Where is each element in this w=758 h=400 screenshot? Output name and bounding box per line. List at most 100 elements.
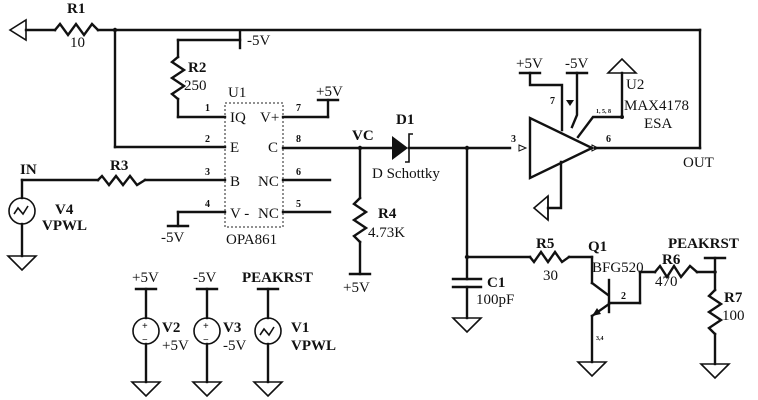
r1-value: 10 bbox=[70, 35, 85, 51]
u2-max4178-buffer[interactable]: 3 6 +5V -5V 7 1, 5, 8 U2 MAX4178 ESA bbox=[511, 56, 689, 222]
q1-emitter-arrow-icon bbox=[592, 308, 601, 316]
r5-value: 30 bbox=[543, 268, 558, 284]
v1-ref: V1 bbox=[291, 320, 309, 336]
c1-value: 100pF bbox=[476, 292, 514, 308]
q1-pin-emitter: 3,4 bbox=[596, 336, 604, 342]
u2-output-arrow-icon bbox=[591, 144, 600, 152]
u1-pin-num-1: 1 bbox=[205, 103, 210, 114]
v2-plus-sign: + bbox=[142, 321, 148, 332]
r1-resistor[interactable]: R1 10 bbox=[8, 1, 702, 51]
u2-value: MAX4178 bbox=[624, 98, 689, 114]
u2-pin-in: 3 bbox=[511, 134, 516, 145]
u2-pin-out: 6 bbox=[606, 134, 611, 145]
r3-ref: R3 bbox=[110, 158, 128, 174]
u2-vminus-label: -5V bbox=[565, 56, 588, 72]
r6-value: 470 bbox=[655, 274, 678, 290]
r1-ref: R1 bbox=[67, 1, 85, 17]
v1-source-circle-icon bbox=[254, 317, 282, 345]
v4-source[interactable]: IN V4 VPWL bbox=[6, 162, 100, 272]
u1-pin-num-7: 7 bbox=[296, 103, 301, 114]
u1-pin-num-6: 6 bbox=[296, 167, 301, 178]
v3-value: -5V bbox=[223, 338, 246, 354]
u1-vplus-label: +5V bbox=[316, 84, 343, 100]
u1-pin-name-c: C bbox=[268, 140, 278, 156]
r4-power-label: +5V bbox=[343, 280, 370, 296]
net-label-vc: VC bbox=[352, 128, 374, 144]
v3-ground-icon bbox=[191, 381, 223, 398]
v2-net-label: +5V bbox=[132, 270, 159, 286]
u1-pin-num-3: 3 bbox=[205, 167, 210, 178]
r7-value: 100 bbox=[722, 308, 745, 324]
q1-value: BFG520 bbox=[592, 260, 644, 276]
r2-power-label: -5V bbox=[247, 33, 270, 49]
c1-ref: C1 bbox=[487, 275, 505, 291]
q1-transistor[interactable]: Q1 BFG520 2 3,4 bbox=[576, 239, 657, 378]
u1-opa861[interactable]: U1 OPA861 IQ E B V - V+ C NC NC 1 2 3 4 … bbox=[143, 84, 343, 248]
u2-pin-vplus: 7 bbox=[550, 96, 555, 107]
v1-pwl-waveform-icon bbox=[259, 326, 275, 337]
v3-plus-sign: + bbox=[203, 321, 209, 332]
u1-pin-name-nc6: NC bbox=[258, 174, 279, 190]
u1-pin-name-vplus: V+ bbox=[260, 110, 279, 126]
d1-ref: D1 bbox=[396, 112, 414, 128]
net-label-in: IN bbox=[20, 162, 37, 178]
v1-net-label: PEAKRST bbox=[242, 270, 313, 286]
u2-ground-icon bbox=[606, 57, 638, 74]
u2-bottom-ground-icon bbox=[532, 194, 549, 222]
r2-value: 250 bbox=[184, 78, 207, 94]
u1-pin-num-8: 8 bbox=[296, 134, 301, 145]
u1-pin-name-vminus: V - bbox=[230, 206, 249, 222]
u1-body bbox=[224, 102, 284, 228]
v2-value: +5V bbox=[162, 338, 189, 354]
r5-ref: R5 bbox=[536, 236, 554, 252]
r4-ref: R4 bbox=[378, 206, 397, 222]
v2-minus-sign: − bbox=[142, 335, 148, 346]
v3-minus-sign: − bbox=[203, 335, 209, 346]
r4-value: 4.73K bbox=[368, 225, 405, 241]
u1-pin-name-nc5: NC bbox=[258, 206, 279, 222]
v4-ground-icon bbox=[6, 255, 38, 272]
r7-resistor[interactable]: R7 100 bbox=[699, 288, 745, 380]
r1-ground-triangle-icon bbox=[8, 18, 27, 42]
u1-pin-num-4: 4 bbox=[205, 199, 210, 210]
u2-pin-gnd: 1, 5, 8 bbox=[596, 109, 611, 115]
u2-package: ESA bbox=[644, 116, 673, 132]
r4-resistor[interactable]: R4 4.73K +5V bbox=[343, 146, 405, 296]
u1-pin-num-2: 2 bbox=[205, 134, 210, 145]
q1-ground-icon bbox=[576, 361, 608, 378]
v3-ref: V3 bbox=[223, 320, 241, 336]
u2-ref: U2 bbox=[626, 77, 644, 93]
q1-pin-base: 2 bbox=[621, 291, 626, 302]
d1-diode-icon bbox=[392, 136, 408, 160]
d1-schottky-diode[interactable]: D1 D Schottky bbox=[372, 112, 512, 182]
q1-ref: Q1 bbox=[588, 239, 607, 255]
v3-dc-source[interactable]: -5V + − V3 -5V bbox=[191, 270, 246, 398]
net-label-peakrst: PEAKRST bbox=[668, 236, 739, 252]
u1-pin-name-b: B bbox=[230, 174, 240, 190]
u1-value: OPA861 bbox=[226, 232, 277, 248]
r7-ref: R7 bbox=[724, 290, 743, 306]
c1-capacitor[interactable]: C1 100pF bbox=[451, 146, 514, 334]
u2-vplus-label: +5V bbox=[516, 56, 543, 72]
v1-value: VPWL bbox=[291, 338, 336, 354]
c1-ground-icon bbox=[451, 317, 483, 334]
v4-value: VPWL bbox=[42, 218, 87, 234]
u1-pin-name-e: E bbox=[230, 140, 239, 156]
v2-dc-source[interactable]: +5V + − V2 +5V bbox=[130, 270, 189, 398]
u1-pin-num-5: 5 bbox=[296, 199, 301, 210]
v1-pwl-source[interactable]: PEAKRST V1 VPWL bbox=[242, 270, 336, 398]
r2-ref: R2 bbox=[188, 60, 206, 76]
v4-ref: V4 bbox=[55, 202, 74, 218]
r3-resistor[interactable]: R3 bbox=[96, 158, 147, 187]
u1-vminus-label: -5V bbox=[161, 230, 184, 246]
u1-pin-name-iq: IQ bbox=[230, 110, 246, 126]
u2-pin4-marker-icon bbox=[566, 100, 574, 106]
r6-resistor[interactable]: R6 470 bbox=[653, 252, 717, 290]
d1-value: D Schottky bbox=[372, 166, 440, 182]
u2-input-arrow-icon bbox=[518, 144, 528, 152]
r5-resistor[interactable]: R5 30 bbox=[465, 236, 594, 284]
junction-dot bbox=[620, 115, 624, 119]
v4-pwl-waveform-icon bbox=[13, 205, 29, 216]
r2-resistor[interactable]: -5V R2 250 bbox=[169, 30, 270, 119]
